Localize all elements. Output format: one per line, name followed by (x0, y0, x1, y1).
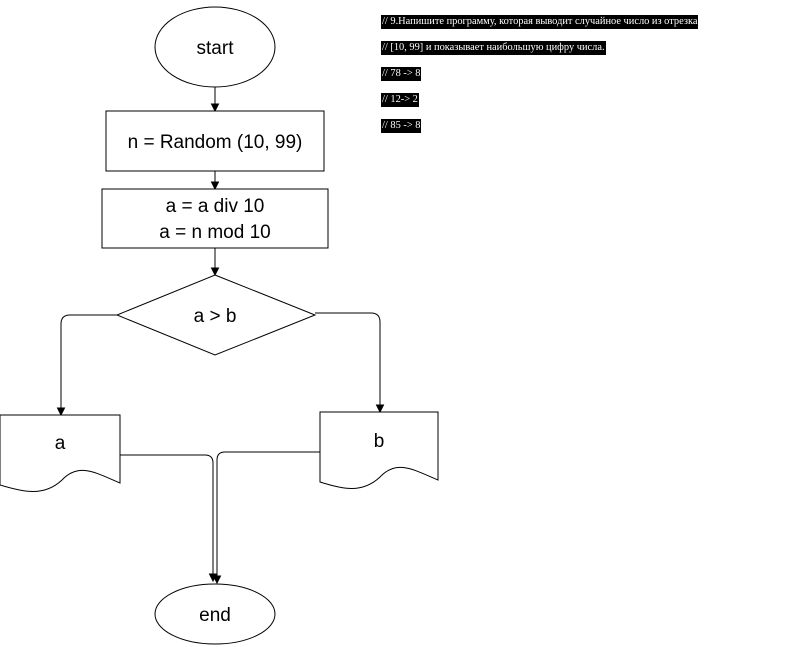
output-b-shape (319, 411, 439, 489)
output-b-node[interactable]: b (319, 411, 439, 489)
comment-line-example-12: // 12-> 2 (381, 93, 419, 107)
random-process-node[interactable]: n = Random (10, 99) (105, 110, 325, 172)
end-node-label: end (199, 605, 231, 626)
decision-node[interactable]: a > b (115, 274, 317, 356)
assign-process-line2: a = n mod 10 (159, 222, 270, 243)
assign-process-line1: a = a div 10 (166, 196, 265, 217)
output-b-label: b (374, 431, 385, 452)
end-node[interactable]: end (154, 583, 276, 645)
edge-assign-to-decision (210, 248, 220, 277)
comment-line-example-78: // 78 -> 8 (381, 67, 422, 81)
start-node[interactable]: start (154, 6, 276, 88)
edge-a-to-end (120, 454, 218, 583)
comment-line-range: // [10, 99] и показывает наибольшую цифр… (381, 41, 606, 55)
comment-line-task: // 9.Напишите программу, которая выводит… (381, 15, 699, 29)
start-node-label: start (197, 38, 235, 59)
comment-line-example-85: // 85 -> 8 (381, 119, 422, 133)
assign-process-shape (101, 188, 329, 249)
output-a-label: a (55, 433, 66, 454)
assign-process-node[interactable]: a = a div 10 a = n mod 10 (101, 188, 329, 249)
decision-shape (115, 274, 317, 356)
comment-block: // 9.Напишите программу, которая выводит… (381, 15, 699, 145)
output-a-shape (0, 414, 121, 492)
edge-random-to-assign (210, 171, 220, 191)
end-node-shape (154, 583, 276, 645)
random-process-shape (105, 110, 325, 172)
output-a-node[interactable]: a (0, 414, 121, 492)
decision-label: a > b (194, 306, 237, 327)
edge-b-to-end (212, 451, 320, 585)
edge-start-to-random (210, 87, 220, 113)
edge-decision-to-a (56, 314, 117, 417)
edge-decision-to-b (315, 312, 385, 414)
random-process-label: n = Random (10, 99) (128, 132, 303, 153)
